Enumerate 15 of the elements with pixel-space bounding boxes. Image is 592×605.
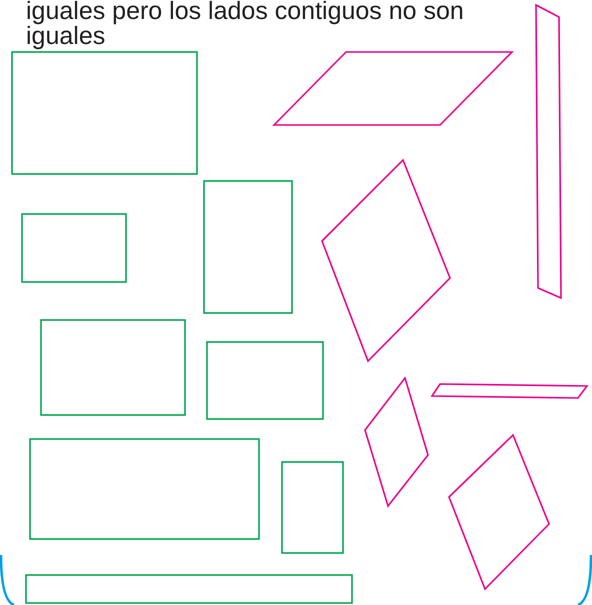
parallelogram bbox=[448, 434, 550, 590]
rectangle bbox=[281, 461, 344, 554]
parallelogram bbox=[430, 383, 589, 399]
rectangle bbox=[21, 213, 127, 283]
parallelogram bbox=[364, 376, 429, 508]
rectangle bbox=[11, 51, 198, 175]
parallelogram bbox=[535, 4, 562, 300]
rectangle bbox=[206, 341, 324, 420]
instruction-text: iguales pero los lados contiguos no son iguales bbox=[26, 0, 465, 49]
parallelogram bbox=[321, 158, 451, 362]
rectangle bbox=[29, 438, 260, 540]
rectangle bbox=[40, 319, 186, 416]
rectangle bbox=[203, 180, 293, 314]
rectangle bbox=[25, 574, 353, 604]
parallelogram bbox=[272, 51, 514, 126]
